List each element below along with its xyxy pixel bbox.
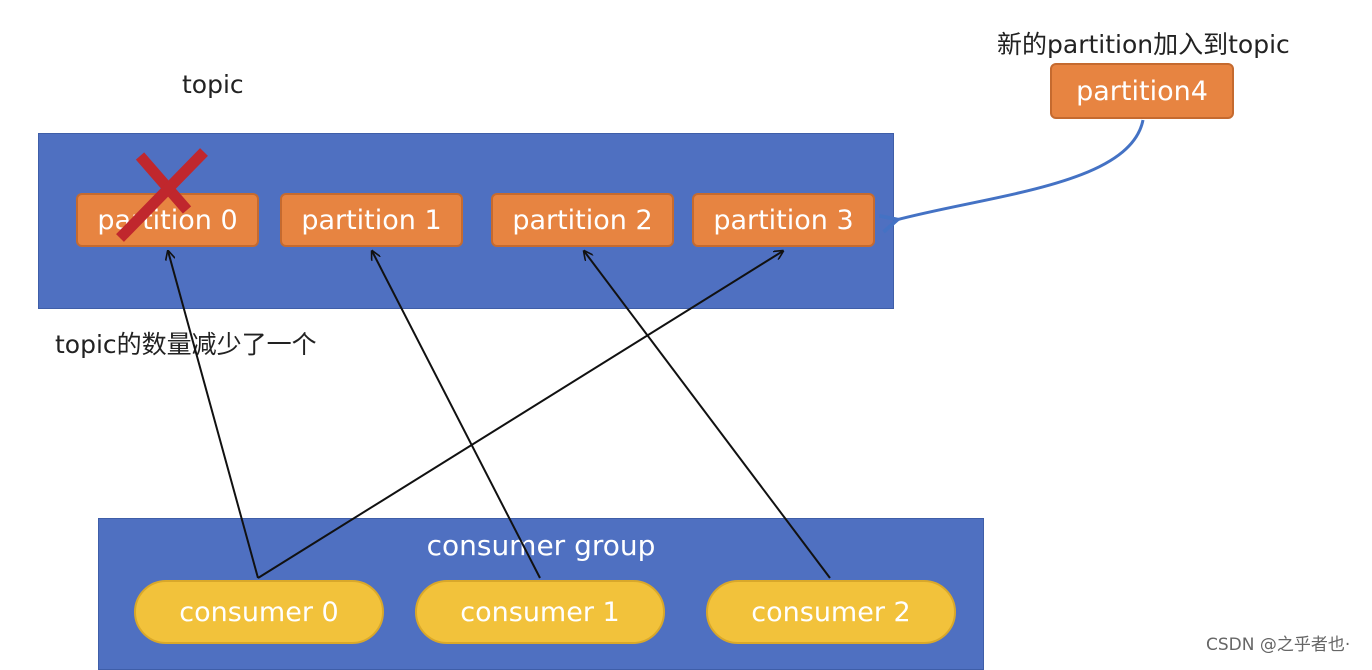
consumer-1-pill: consumer 1 bbox=[415, 580, 665, 644]
consumer-group-title: consumer group bbox=[426, 529, 656, 562]
new-partition-box: partition4 bbox=[1050, 63, 1234, 119]
partition-2-box: partition 2 bbox=[491, 193, 674, 247]
partition-3-box: partition 3 bbox=[692, 193, 875, 247]
consumer-2-pill: consumer 2 bbox=[706, 580, 956, 644]
partition-1-box: partition 1 bbox=[280, 193, 463, 247]
partition-removed-note: topic的数量减少了一个 bbox=[55, 330, 317, 359]
consumer-0-pill: consumer 0 bbox=[134, 580, 384, 644]
partition-0-box: partition 0 bbox=[76, 193, 259, 247]
new-partition-arrow bbox=[896, 119, 1145, 220]
new-partition-note: 新的partition加入到topic bbox=[997, 30, 1290, 59]
topic-label: topic bbox=[182, 70, 244, 99]
watermark-text: CSDN @之乎者也· bbox=[1206, 635, 1351, 655]
